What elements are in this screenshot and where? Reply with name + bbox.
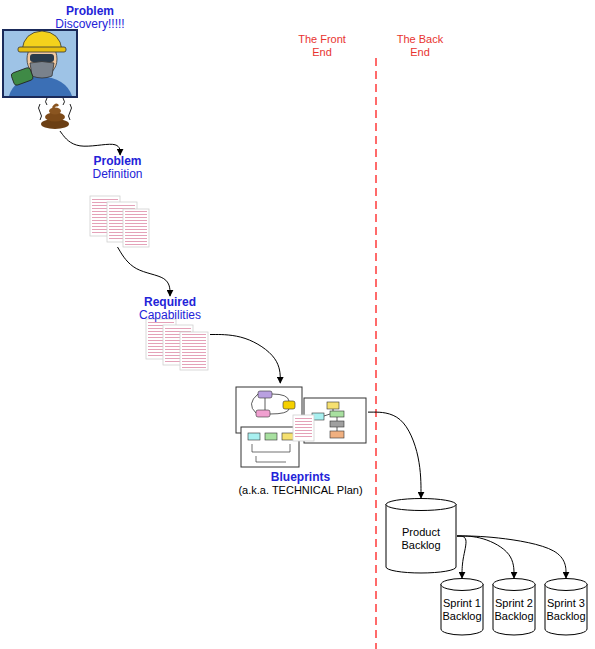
section-label: The Front End <box>292 33 352 59</box>
node-heading: Required <box>130 296 210 309</box>
flow-line <box>324 414 330 416</box>
cylinder-label: Sprint 1 Backlog <box>440 590 484 630</box>
document-stack <box>90 196 149 247</box>
backlog-cylinder: Sprint 3 Backlog <box>544 578 588 636</box>
flow-arrow <box>457 536 514 578</box>
node-subtext: Discovery!!!!! <box>40 18 140 31</box>
flow-box <box>258 391 272 398</box>
poop-top <box>49 108 61 115</box>
flow-box <box>282 433 294 440</box>
flow-arrow <box>457 536 466 578</box>
cylinder-top <box>441 579 483 591</box>
flow-line <box>272 394 289 401</box>
flow-line <box>265 398 266 410</box>
section-label: The Back End <box>390 33 450 59</box>
blueprint-panels <box>236 387 366 467</box>
goggles <box>30 54 54 62</box>
flow-line <box>270 409 289 414</box>
document-lines <box>295 417 312 439</box>
flow-line <box>252 444 290 452</box>
cylinder-label: Product Backlog <box>385 510 457 568</box>
flow-line <box>337 417 338 421</box>
cylinder-label: Sprint 3 Backlog <box>544 590 588 630</box>
document-lines <box>182 334 206 368</box>
cylinder-top <box>386 499 456 511</box>
blueprint-panel <box>236 387 302 433</box>
cylinder-top <box>493 579 535 591</box>
node-subtext: (a.k.a. TECHNICAL Plan) <box>233 484 368 497</box>
node-heading: Problem <box>40 5 140 18</box>
backlog-cylinder: Product Backlog <box>385 498 457 574</box>
flow-box <box>330 421 344 427</box>
node-heading: Problem <box>85 155 150 168</box>
document-node: RequiredCapabilities <box>130 296 210 373</box>
stink-line <box>39 104 42 120</box>
flow-arrow <box>118 247 171 296</box>
flow-box <box>248 433 260 440</box>
cylinder-label: Sprint 2 Backlog <box>492 590 536 630</box>
stink-line <box>46 98 48 105</box>
backlog-cylinder: Sprint 1 Backlog <box>440 578 484 636</box>
backlog-cylinder: Sprint 2 Backlog <box>492 578 536 636</box>
document-page <box>293 415 314 441</box>
flow-line <box>256 456 286 462</box>
node-subtext: Capabilities <box>130 309 210 322</box>
flow-arrow <box>60 131 120 155</box>
stink-line <box>63 98 65 105</box>
divider-line <box>375 58 377 649</box>
worker-illustration <box>3 30 77 97</box>
blueprint-panel <box>241 427 299 467</box>
poop-symbol <box>39 98 72 129</box>
mask-filter <box>11 67 34 86</box>
flow-box <box>327 402 339 409</box>
document-node: ProblemDefinition <box>85 155 150 247</box>
cylinder-body <box>386 504 456 573</box>
node-subtext: Definition <box>85 168 150 181</box>
hat-brim <box>18 47 66 52</box>
flow-box <box>265 433 277 440</box>
gas-mask <box>30 62 54 79</box>
cylinder-body <box>545 584 587 635</box>
document-page <box>123 209 149 247</box>
stink-line <box>69 104 72 120</box>
document-page <box>180 332 208 370</box>
cylinder-body <box>441 584 483 635</box>
flow-arrow <box>457 536 566 578</box>
document-stack <box>146 319 208 370</box>
flow-box <box>256 410 270 417</box>
flow-arrow <box>210 335 280 384</box>
flow-box <box>283 401 295 409</box>
cylinder-body <box>493 584 535 635</box>
blueprint-node: Blueprints(a.k.a. TECHNICAL Plan) <box>233 383 368 495</box>
node-heading: Blueprints <box>233 471 368 484</box>
flow-arrow <box>368 412 421 498</box>
flow-box <box>330 411 344 417</box>
flow-box <box>330 431 344 438</box>
flow-line <box>337 427 338 431</box>
document-lines <box>125 211 147 245</box>
poop-tip <box>53 105 58 108</box>
cylinder-top <box>545 579 587 591</box>
picture-frame <box>3 30 77 97</box>
problem-discovery-node: ProblemDiscovery!!!!! <box>0 3 180 131</box>
